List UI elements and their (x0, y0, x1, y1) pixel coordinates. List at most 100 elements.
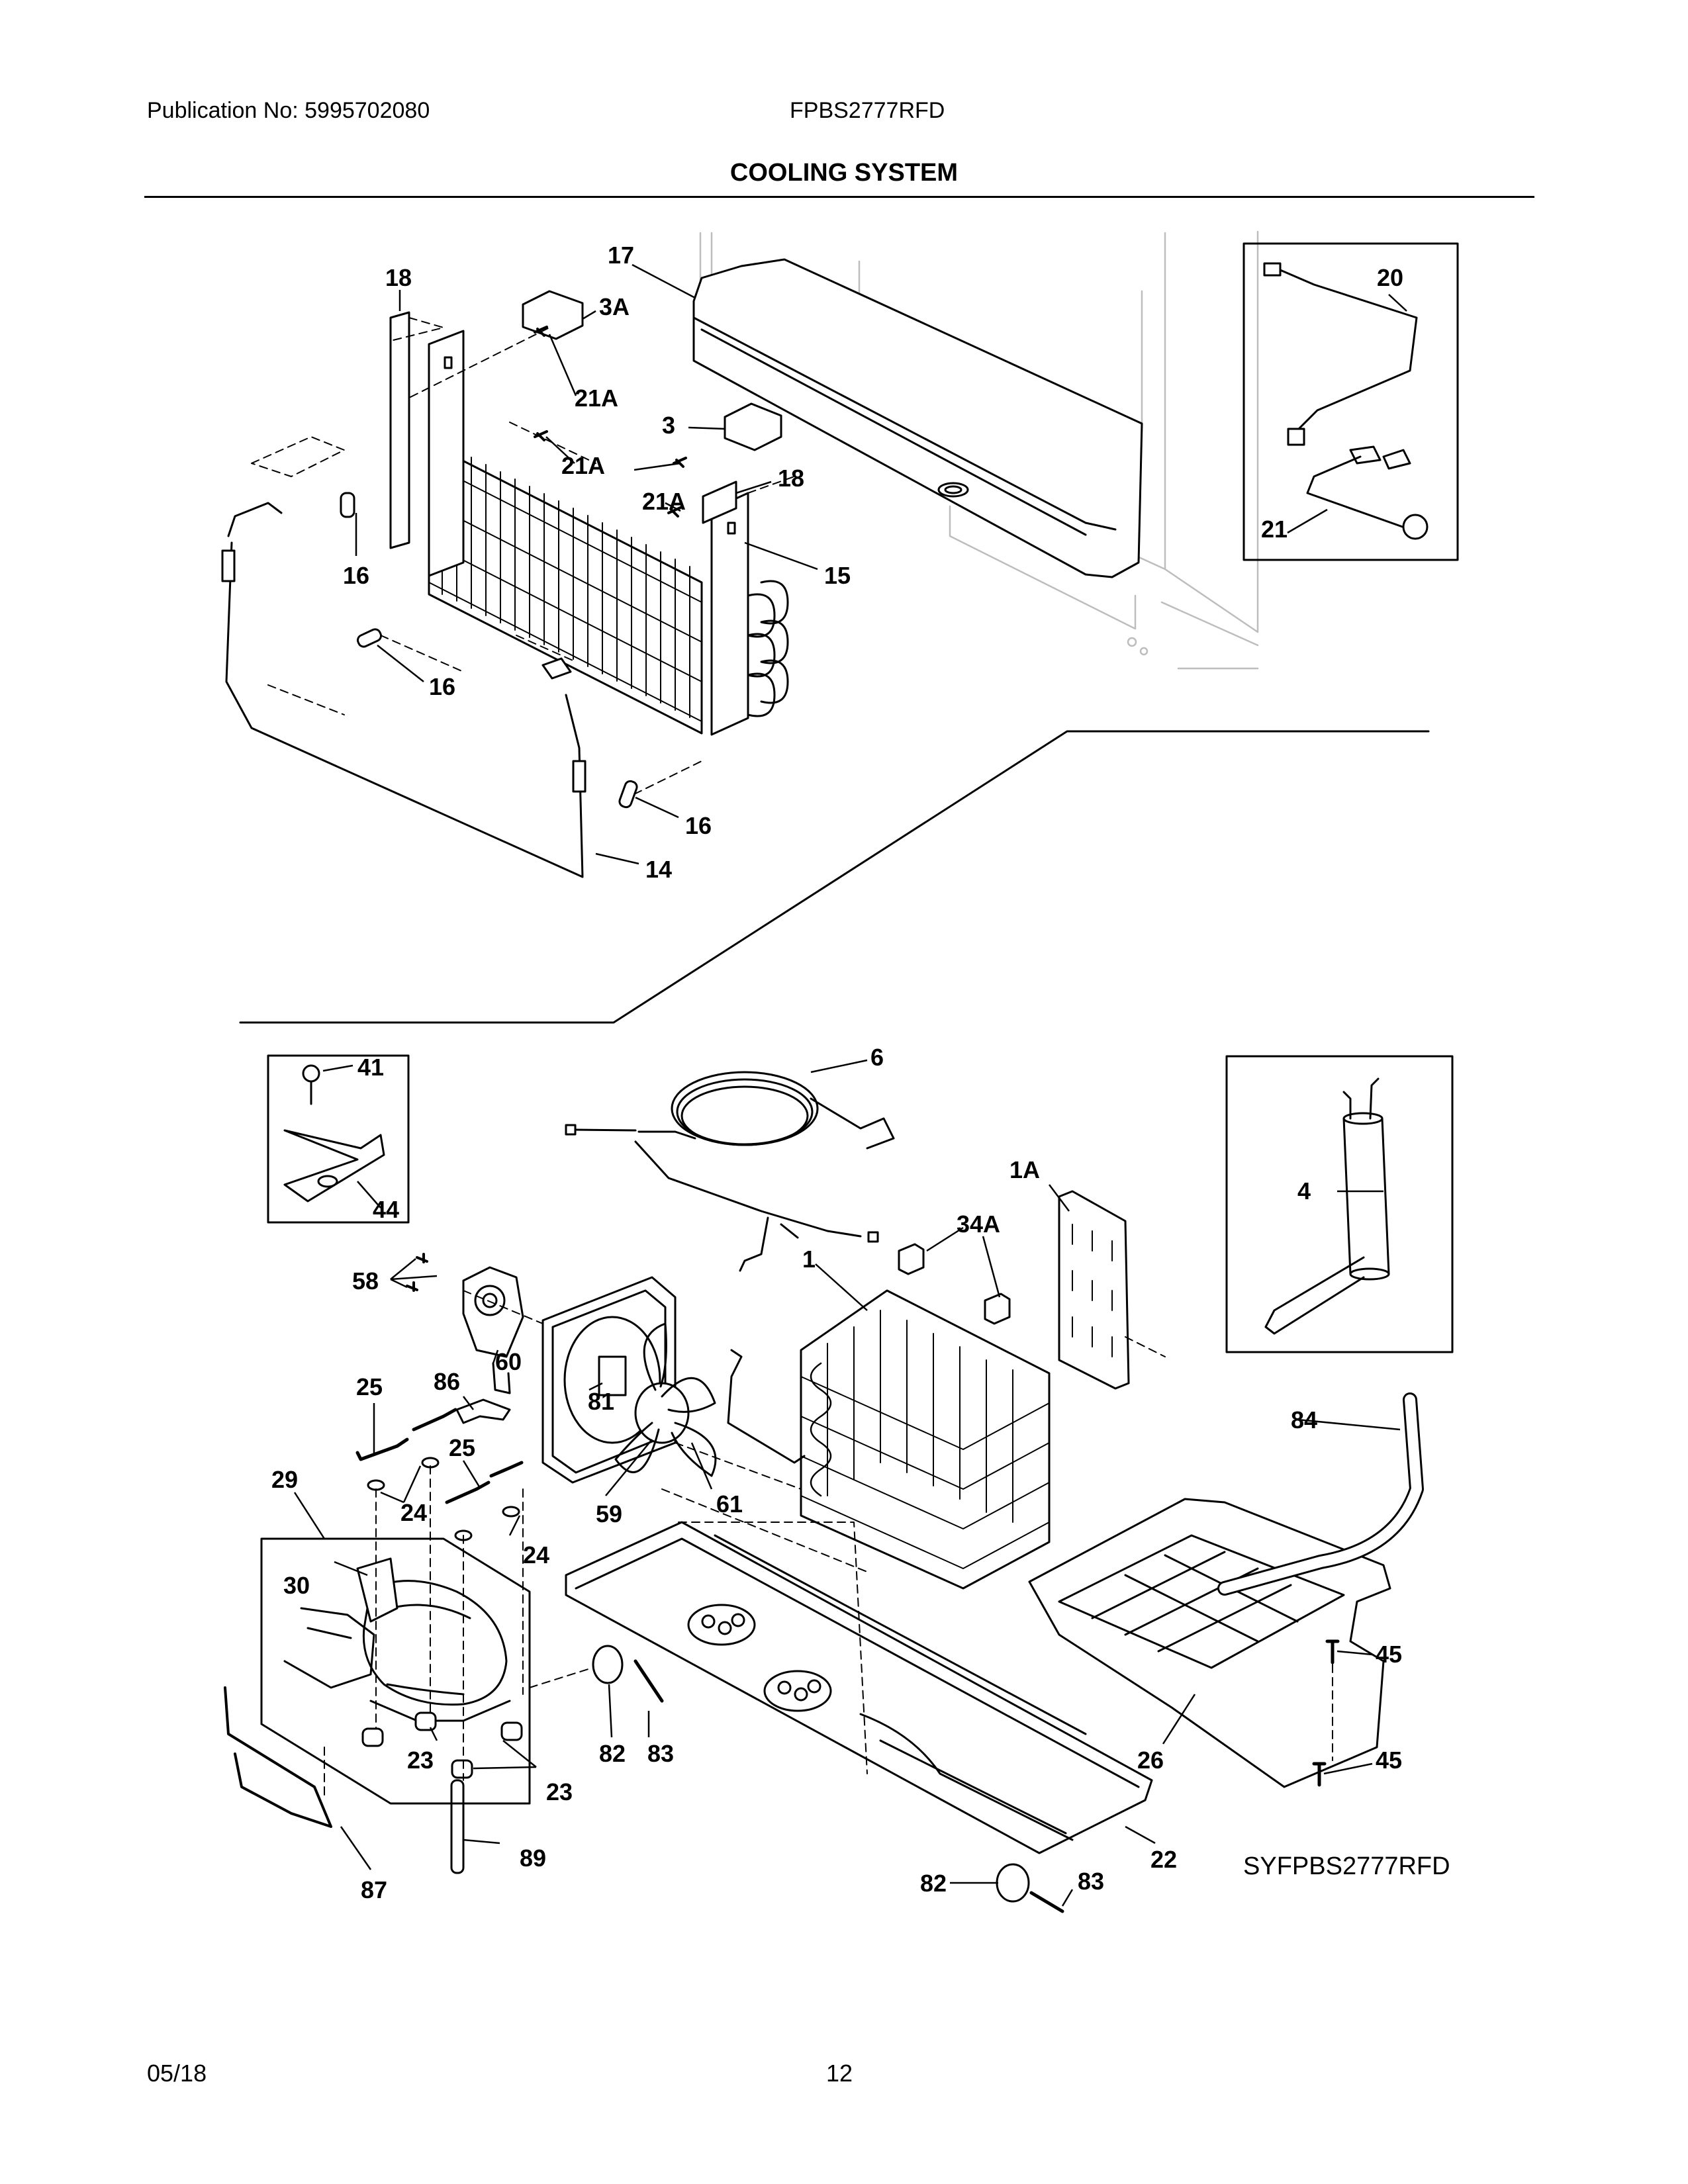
grommets (361, 1711, 523, 1779)
callout-58: 58 (352, 1267, 379, 1295)
clip-strip-left (389, 311, 410, 549)
screw-58-b (406, 1281, 418, 1292)
compressor-inset (260, 1537, 531, 1805)
clip-25-a (355, 1437, 409, 1461)
callout-45a: 45 (1376, 1641, 1402, 1668)
callout-18a: 18 (385, 264, 412, 291)
callout-24a: 24 (400, 1499, 427, 1526)
screw-83-a (633, 1659, 664, 1703)
callout-26: 26 (1137, 1747, 1164, 1774)
callout-23b: 23 (546, 1778, 573, 1805)
callout-16c: 16 (685, 812, 712, 839)
callout-60: 60 (495, 1348, 522, 1375)
callout-81: 81 (588, 1388, 614, 1415)
inset-drier (1225, 1055, 1454, 1353)
clip-25-d (489, 1461, 524, 1478)
callout-30: 30 (283, 1572, 310, 1599)
callout-83b: 83 (1078, 1868, 1104, 1895)
callout-16b: 16 (429, 673, 455, 700)
callout-3a: 3A (599, 293, 630, 320)
coupling-16-b (357, 628, 382, 648)
fan-blade (614, 1322, 717, 1477)
inset-thermistor-harness (1243, 242, 1459, 561)
callout-16a: 16 (343, 562, 369, 589)
diagram-code: SYFPBS2777RFD (1243, 1852, 1450, 1880)
callout-34a: 34A (957, 1210, 1000, 1238)
screw-83-b (1029, 1891, 1064, 1913)
callout-21a-c: 21A (642, 488, 686, 515)
bracket-3a (522, 290, 584, 340)
callout-4: 4 (1297, 1177, 1311, 1205)
screw-21a-c (673, 457, 687, 468)
inset-screw-bracket (267, 1054, 410, 1224)
base-pan (565, 1521, 1153, 1854)
callout-84: 84 (1291, 1406, 1317, 1433)
callout-41: 41 (357, 1054, 384, 1081)
callout-18b: 18 (778, 465, 804, 492)
filter-drier (1264, 1077, 1390, 1335)
callout-23a: 23 (407, 1747, 434, 1774)
washer-24-a (367, 1479, 385, 1491)
screw-bracket (283, 1064, 385, 1203)
alignment-lines-bottom (324, 1290, 1333, 1801)
callout-labels: 18 17 3A 21A 3 21A 21A 18 16 15 16 16 14… (271, 242, 1450, 1903)
callout-6: 6 (870, 1044, 884, 1071)
callout-25b: 25 (449, 1434, 475, 1461)
bracket-3 (724, 402, 782, 451)
clip-25-c (445, 1480, 491, 1504)
callout-14: 14 (645, 856, 672, 883)
condenser-clip-b (984, 1293, 1011, 1325)
callout-25a: 25 (356, 1373, 383, 1400)
foot-82-a (592, 1645, 624, 1684)
callout-44: 44 (373, 1196, 399, 1223)
screw-58-a (416, 1253, 428, 1263)
compressor (283, 1557, 511, 1722)
screw-45-a (1325, 1639, 1340, 1664)
callout-29: 29 (271, 1466, 298, 1493)
callout-17: 17 (608, 242, 634, 269)
evaporator-cover (692, 258, 1143, 578)
callout-83a: 83 (647, 1740, 674, 1767)
evaporator (428, 330, 789, 736)
title-rule (144, 196, 1534, 198)
condenser-baffle (1058, 1190, 1130, 1390)
condenser-clip-a (898, 1243, 925, 1275)
condenser-tube (727, 1349, 806, 1464)
callout-82b: 82 (920, 1870, 947, 1897)
drain-tube (450, 1779, 465, 1874)
callout-21a-a: 21A (575, 385, 618, 412)
callout-20: 20 (1377, 264, 1403, 291)
publication-date: 05/18 (147, 2060, 207, 2087)
clip-strip-right (702, 480, 737, 524)
power-cord (565, 1071, 895, 1272)
screw-45-b (1312, 1762, 1327, 1787)
condenser (800, 1289, 1051, 1590)
wire-clip (455, 1398, 511, 1424)
fan-motor (598, 1355, 627, 1396)
washer-24-d (502, 1506, 520, 1518)
screw-21a-d (667, 506, 682, 518)
clip-25-b (412, 1408, 457, 1432)
start-relay (462, 1266, 524, 1394)
section-separator (239, 730, 1430, 1024)
callout-21: 21 (1261, 516, 1288, 543)
callout-86: 86 (434, 1368, 460, 1395)
callout-82a: 82 (599, 1740, 626, 1767)
defrost-heater-harness (221, 502, 586, 878)
callout-3: 3 (662, 412, 675, 439)
callout-45b: 45 (1376, 1747, 1402, 1774)
callout-1a: 1A (1009, 1156, 1040, 1183)
publication-number: Publication No: 5995702080 (147, 98, 430, 123)
leader-lines (293, 263, 1407, 1907)
callout-15: 15 (824, 562, 851, 589)
callout-61: 61 (716, 1490, 743, 1518)
coupling-16-c (618, 780, 638, 809)
callout-59: 59 (596, 1500, 622, 1527)
thermistor-harness (1263, 262, 1429, 540)
process-tube (224, 1686, 332, 1828)
model-number: FPBS2777RFD (790, 98, 945, 123)
page-title: COOLING SYSTEM (729, 159, 959, 187)
page-number: 12 (826, 2060, 853, 2087)
callout-22: 22 (1150, 1846, 1177, 1873)
callout-89: 89 (520, 1844, 546, 1872)
